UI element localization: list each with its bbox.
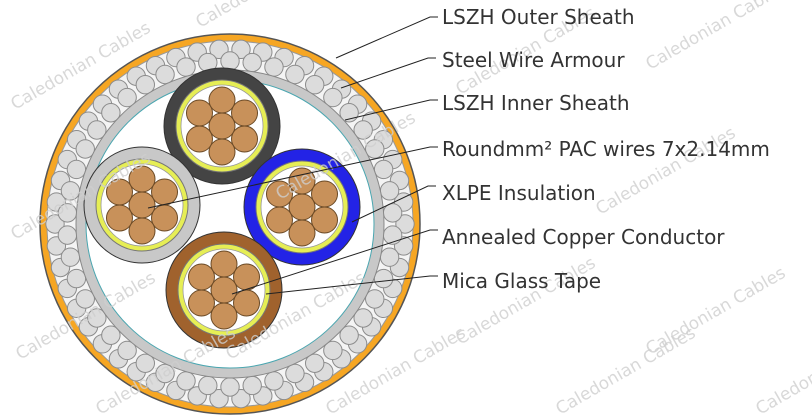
leader-copper-conductor: [231, 229, 438, 295]
label-mica-tape: Mica Glass Tape: [442, 269, 601, 293]
armour-wire: [395, 214, 415, 234]
copper-strand: [210, 250, 238, 278]
armour-wire: [353, 120, 373, 140]
armour-wire: [339, 325, 359, 345]
copper-strand: [128, 165, 156, 193]
copper-strand: [311, 180, 339, 208]
copper-strand: [288, 167, 316, 195]
armour-wire: [101, 103, 121, 123]
copper-strand: [187, 289, 215, 317]
armour-wire: [353, 308, 373, 328]
label-pac-wires: Roundmm² PAC wires 7x2.14mm: [442, 137, 770, 161]
label-outer-sheath: LSZH Outer Sheath: [442, 5, 635, 29]
armour-wire: [339, 103, 359, 123]
watermark-text: Caledonian Cables: [193, 0, 340, 32]
leader-inner-sheath: [344, 99, 438, 121]
armour-wire: [155, 64, 175, 85]
armour-wire: [242, 375, 262, 396]
leader-steel-wire-armour: [340, 57, 436, 89]
copper-strand: [311, 206, 339, 234]
armour-wire: [75, 139, 95, 159]
armour-wire: [304, 75, 325, 95]
armour-wire: [264, 371, 284, 391]
armour-wire: [220, 377, 240, 397]
copper-strand: [185, 125, 213, 153]
armour-wire: [365, 139, 385, 159]
copper-strand: [233, 289, 261, 317]
armour-wire: [117, 340, 137, 361]
core-black: [163, 67, 281, 185]
copper-strand: [210, 302, 238, 330]
copper-strand: [128, 191, 156, 219]
leader-pac-wires: [147, 146, 438, 209]
armour-wire: [66, 159, 87, 180]
copper-strand: [233, 263, 261, 291]
armour-wire: [135, 353, 156, 373]
armour-wire: [57, 225, 78, 245]
armour-wire: [242, 52, 262, 73]
armour-wire: [45, 214, 65, 234]
copper-strand: [105, 204, 133, 232]
copper-strand: [208, 86, 236, 114]
armour-wire: [135, 75, 156, 95]
copper-strand: [288, 219, 316, 247]
armour-wire: [60, 247, 81, 267]
armour-wire: [101, 325, 121, 345]
label-steel-wire-armour: Steel Wire Armour: [442, 48, 625, 72]
cores-group: [83, 67, 361, 349]
copper-strand: [151, 178, 179, 206]
armour-wire: [379, 247, 400, 267]
copper-strand: [185, 99, 213, 127]
watermark-text: Caledonian Cables: [553, 323, 700, 417]
armour-wire: [264, 57, 284, 77]
copper-strand: [265, 180, 293, 208]
armour-wire: [155, 363, 175, 384]
leader-lines: [147, 16, 438, 295]
armour-wire: [285, 64, 305, 85]
leader-mica-tape: [265, 275, 438, 295]
armour-wire: [176, 57, 196, 77]
armour-wire: [323, 87, 343, 108]
armour-wire: [373, 159, 394, 180]
copper-strand: [231, 125, 259, 153]
armour-wire: [365, 289, 385, 309]
armour-wire: [373, 268, 394, 289]
armour-wire: [87, 308, 107, 328]
copper-strand: [210, 276, 238, 304]
armour-wire: [285, 363, 305, 384]
armour-wire: [198, 375, 218, 396]
core-blue: [243, 148, 361, 266]
core-grey: [83, 146, 201, 264]
armour-wire: [117, 87, 137, 108]
armour-wire: [323, 340, 343, 361]
armour-wire: [304, 353, 325, 373]
watermark-text: Caledonian Cables: [753, 323, 812, 417]
steel-wire-armour-layer: [45, 39, 415, 409]
armour-wire: [75, 289, 95, 309]
copper-strand: [208, 138, 236, 166]
copper-strand: [265, 206, 293, 234]
label-copper-conductor: Annealed Copper Conductor: [442, 225, 725, 249]
armour-wire: [87, 120, 107, 140]
armour-wire: [220, 51, 240, 71]
leader-outer-sheath: [335, 16, 438, 59]
label-xlpe-insulation: XLPE Insulation: [442, 181, 596, 205]
watermark-text: Caledonian Cables: [453, 253, 600, 349]
copper-strand: [187, 263, 215, 291]
watermark-text: Caledonian Cables: [643, 0, 790, 74]
copper-strand: [151, 204, 179, 232]
leader-xlpe-insulation: [351, 185, 436, 223]
label-inner-sheath: LSZH Inner Sheath: [442, 91, 630, 115]
copper-strand: [208, 112, 236, 140]
armour-wire: [66, 268, 87, 289]
copper-strand: [128, 217, 156, 245]
copper-strand: [231, 99, 259, 127]
armour-wire: [379, 181, 400, 201]
armour-wire: [382, 203, 403, 223]
copper-strand: [105, 178, 133, 206]
core-brown: [165, 231, 283, 349]
